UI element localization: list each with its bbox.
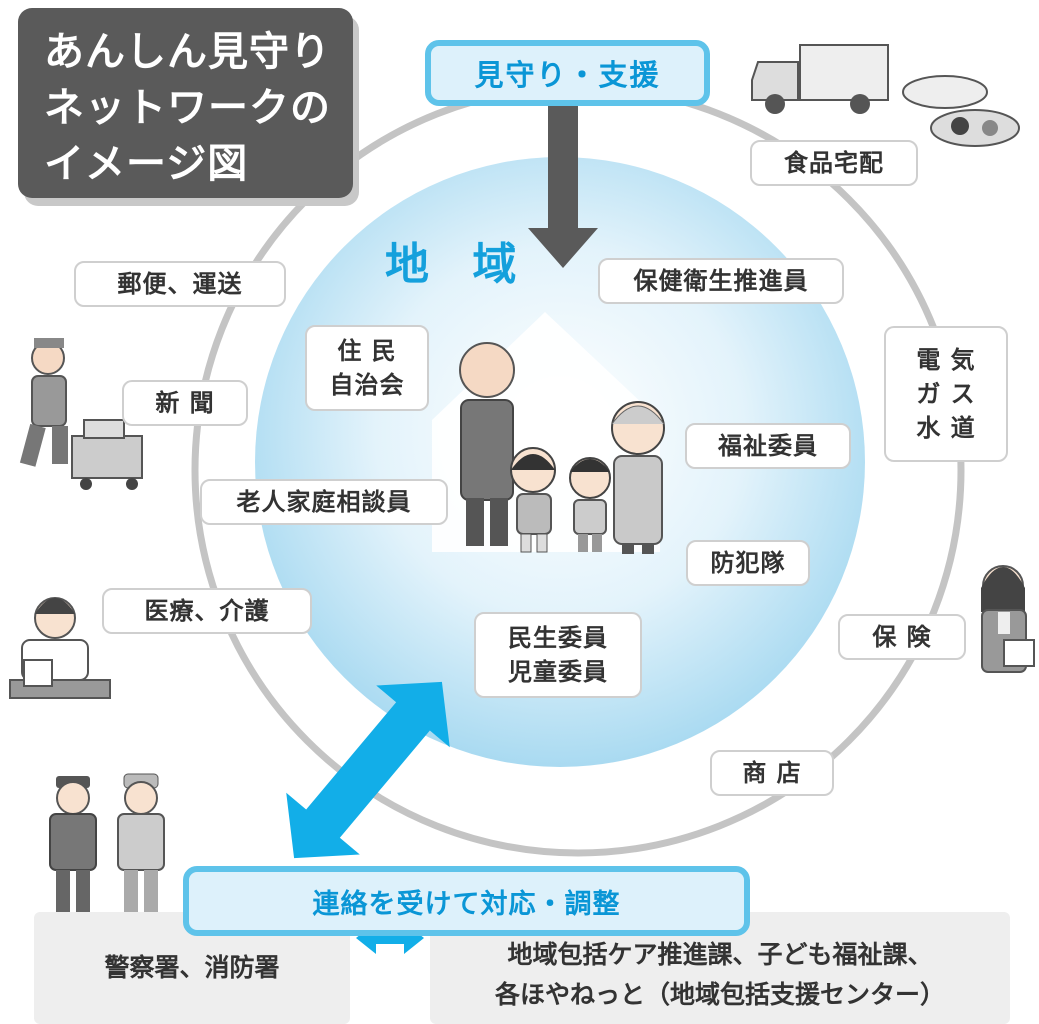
- insurance-agent-icon: [981, 565, 1035, 673]
- label-crime-patrol: 防犯隊: [686, 540, 810, 586]
- label-child-welfare: 民生委員 児童委員: [474, 612, 642, 698]
- region-label: 地 域: [385, 239, 531, 290]
- label-food-delivery: 食品宅配: [750, 140, 918, 186]
- title-line-3: イメージ図: [44, 141, 249, 187]
- panel-city-line2: 各ほやねっと（地域包括支援センター）: [494, 980, 945, 1009]
- label-residents-line2: 自治会: [329, 371, 405, 399]
- police-officer-icon: [49, 776, 97, 915]
- title-line-1: あんしん見守り: [44, 29, 331, 75]
- label-insurance: 保 険: [838, 614, 966, 660]
- label-utilities-gas: ガ ス: [916, 380, 976, 408]
- label-welfare-member: 福祉委員: [685, 423, 851, 469]
- doctor-icon: [9, 597, 111, 699]
- label-shop: 商 店: [710, 750, 834, 796]
- label-residents-line1: 住 民: [337, 337, 397, 365]
- label-child-member: 児童委員: [508, 658, 608, 686]
- label-utilities: 電 気 ガ ス 水 道: [884, 326, 1008, 462]
- label-minsei-member: 民生委員: [508, 624, 608, 652]
- label-utilities-electricity: 電 気: [916, 346, 976, 374]
- support-arrow: [528, 102, 598, 268]
- label-residents: 住 民 自治会: [305, 325, 429, 411]
- label-medical-care: 医療、介護: [102, 588, 312, 634]
- family-icon: [459, 342, 665, 554]
- label-newspaper: 新 聞: [122, 380, 248, 426]
- label-utilities-water: 水 道: [916, 414, 976, 442]
- coordination-arrow: [286, 681, 450, 859]
- delivery-truck-icon: [751, 44, 889, 114]
- panel-city-line1: 地域包括ケア推進課、子ども福祉課、: [507, 940, 933, 969]
- diagram-title: あんしん見守り ネットワークの イメージ図: [18, 8, 353, 198]
- label-elderly-advisor: 老人家庭相談員: [200, 479, 448, 525]
- lunch-box-icon: [902, 75, 1020, 147]
- firefighter-icon: [117, 773, 165, 915]
- coordination-banner: 連絡を受けて対応・調整: [183, 866, 750, 936]
- support-banner: 見守り・支援: [425, 40, 710, 106]
- delivery-worker-icon: [19, 338, 143, 490]
- label-postal: 郵便、運送: [74, 261, 286, 307]
- title-line-2: ネットワークの: [44, 85, 331, 131]
- label-health-promoter: 保健衛生推進員: [598, 258, 844, 304]
